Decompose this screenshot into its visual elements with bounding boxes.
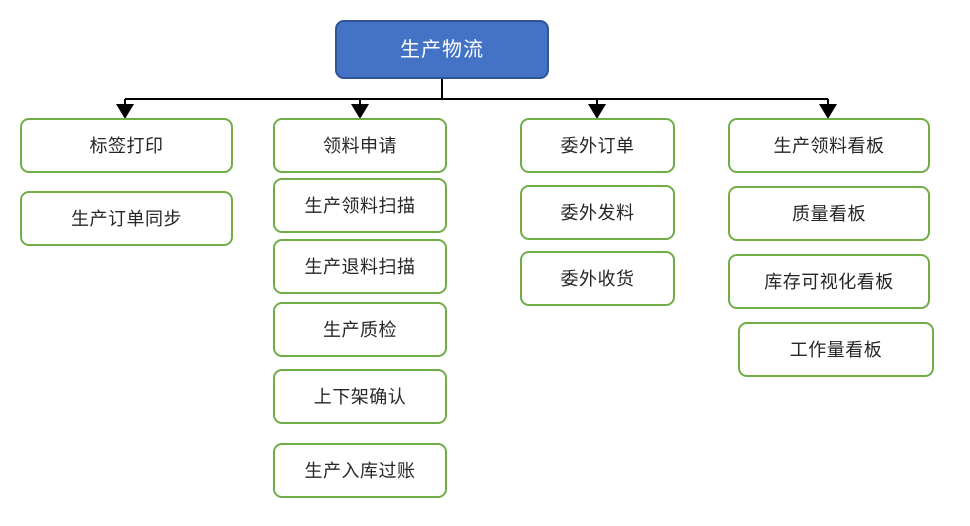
node-label: 生产领料扫描: [304, 195, 416, 216]
node-shelving-confirmation[interactable]: 上下架确认: [273, 369, 447, 424]
node-workload-board[interactable]: 工作量看板: [738, 322, 934, 377]
node-production-picking-scan[interactable]: 生产领料扫描: [273, 178, 447, 233]
node-label: 上下架确认: [313, 386, 407, 407]
node-outsourcing-order[interactable]: 委外订单: [520, 118, 675, 173]
node-label: 生产领料看板: [773, 135, 885, 156]
node-label: 委外订单: [560, 135, 635, 156]
node-label: 工作量看板: [789, 339, 883, 360]
root-node-label: 生产物流: [400, 38, 484, 61]
node-material-requisition[interactable]: 领料申请: [273, 118, 447, 173]
node-production-picking-board[interactable]: 生产领料看板: [728, 118, 930, 173]
node-production-order-sync[interactable]: 生产订单同步: [20, 191, 233, 246]
node-production-warehousing-posting[interactable]: 生产入库过账: [273, 443, 447, 498]
node-outsourcing-receipt[interactable]: 委外收货: [520, 251, 675, 306]
node-label: 生产订单同步: [71, 208, 182, 229]
node-label: 委外收货: [560, 268, 635, 289]
node-inventory-visualization-board[interactable]: 库存可视化看板: [728, 254, 930, 309]
node-production-return-scan[interactable]: 生产退料扫描: [273, 239, 447, 294]
arrowhead-icon-1: [116, 104, 134, 119]
node-quality-board[interactable]: 质量看板: [728, 186, 930, 241]
node-label: 生产质检: [323, 319, 397, 340]
arrowhead-icon-4: [819, 104, 837, 119]
node-label: 库存可视化看板: [764, 271, 894, 292]
arrowhead-icon-2: [351, 104, 369, 119]
connector-stem-group: [124, 79, 829, 106]
node-label: 标签打印: [89, 135, 164, 156]
node-label: 生产退料扫描: [304, 256, 416, 277]
arrowhead-group: [116, 104, 837, 119]
node-outsourcing-issue[interactable]: 委外发料: [520, 185, 675, 240]
node-label: 生产入库过账: [304, 460, 416, 481]
node-label-printing[interactable]: 标签打印: [20, 118, 233, 173]
node-label: 质量看板: [792, 203, 866, 224]
root-node-production-logistics[interactable]: 生产物流: [335, 20, 549, 79]
node-label: 委外发料: [560, 202, 635, 223]
node-label: 领料申请: [323, 135, 397, 156]
arrowhead-icon-3: [588, 104, 606, 119]
node-production-quality-inspection[interactable]: 生产质检: [273, 302, 447, 357]
